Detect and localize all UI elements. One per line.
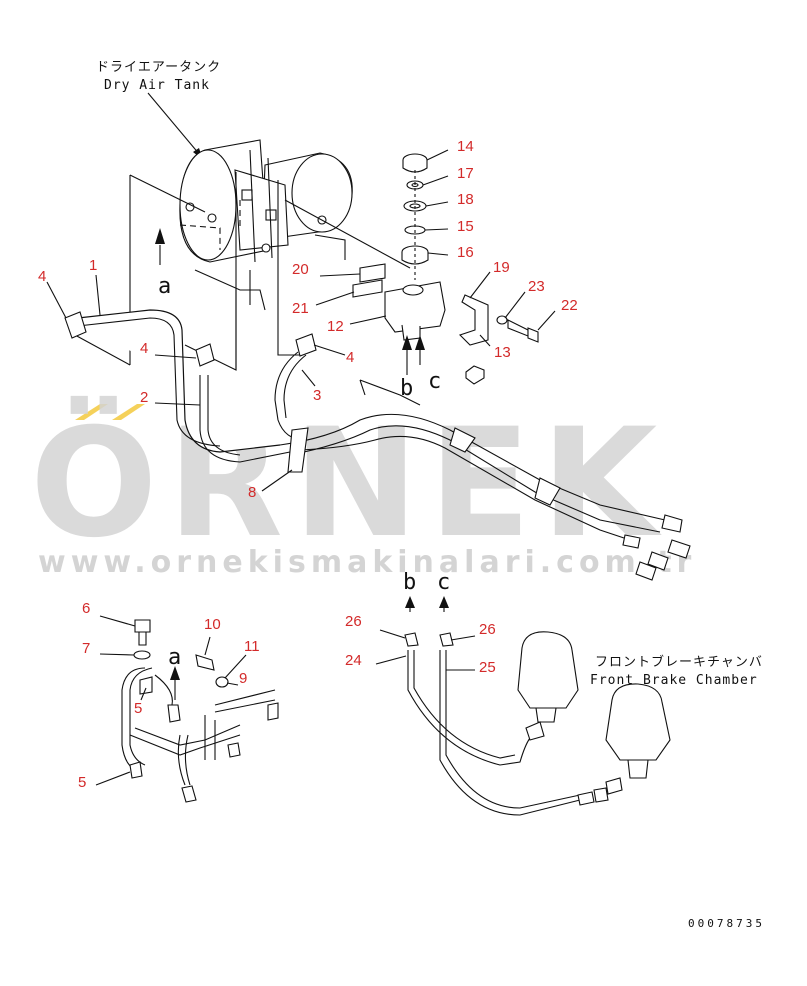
watermark-url: www.ornekismakinalari.com.tr bbox=[38, 545, 696, 580]
part-number: 1 bbox=[89, 257, 97, 274]
part-number: 3 bbox=[313, 387, 321, 404]
part-number: 4 bbox=[38, 268, 46, 285]
part-number: 21 bbox=[292, 300, 309, 317]
view-letter-a-bottom: a bbox=[168, 645, 181, 670]
part-number: 13 bbox=[494, 344, 511, 361]
tank-label-jp: ドライエアータンク bbox=[96, 60, 221, 75]
part-number: 6 bbox=[82, 600, 90, 617]
part-number: 5 bbox=[78, 774, 86, 791]
drawing-code: 00078735 bbox=[688, 917, 765, 930]
part-number: 26 bbox=[479, 621, 496, 638]
part-number: 25 bbox=[479, 659, 496, 676]
part-number: 26 bbox=[345, 613, 362, 630]
part-number: 2 bbox=[140, 389, 148, 406]
leader-tank-right bbox=[277, 180, 411, 356]
detail-view-a: a bbox=[121, 619, 279, 803]
tank-leader bbox=[147, 92, 203, 160]
part-number: 17 bbox=[457, 165, 474, 182]
watermark-accent-left bbox=[75, 404, 108, 420]
part-number: 4 bbox=[346, 349, 354, 366]
part-number: 24 bbox=[345, 652, 362, 669]
watermark: ÖRNEK www.ornekismakinalari.com.tr bbox=[30, 395, 696, 580]
part-number: 8 bbox=[248, 484, 256, 501]
detail-view-bc: b c bbox=[403, 570, 671, 816]
view-arrows-bc-reservoir: b c bbox=[400, 335, 441, 401]
view-letter-c-top: c bbox=[428, 369, 441, 394]
part-number: 20 bbox=[292, 261, 309, 278]
view-letter-b-top: b bbox=[400, 376, 413, 401]
view-letter-c-bottom: c bbox=[437, 570, 450, 595]
part-number: 23 bbox=[528, 278, 545, 295]
part-number: 16 bbox=[457, 244, 474, 261]
part-number: 10 bbox=[204, 616, 221, 633]
callout-leaders bbox=[46, 149, 556, 786]
view-letter-b-bottom: b bbox=[403, 570, 416, 595]
tube-harness bbox=[64, 309, 691, 581]
part-number: 22 bbox=[561, 297, 578, 314]
part-number: 4 bbox=[140, 340, 148, 357]
view-letter-a-top: a bbox=[158, 274, 171, 299]
view-arrow-a-top: a bbox=[155, 228, 171, 299]
tank-label-en: Dry Air Tank bbox=[104, 78, 210, 93]
part-number: 19 bbox=[493, 259, 510, 276]
part-number: 7 bbox=[82, 640, 90, 657]
part-number: 5 bbox=[134, 700, 142, 717]
chamber-label-en: Front Brake Chamber bbox=[590, 673, 758, 688]
part-numbers: 14 17 18 15 16 19 23 22 13 20 21 12 1 4 … bbox=[38, 138, 578, 791]
part-number: 15 bbox=[457, 218, 474, 235]
part-number: 12 bbox=[327, 318, 344, 335]
part-number: 9 bbox=[239, 670, 247, 687]
chamber-label-jp: フロントブレーキチャンバ bbox=[595, 654, 763, 670]
watermark-brand: ÖRNEK bbox=[30, 395, 667, 571]
part-number: 11 bbox=[244, 638, 260, 655]
part-number: 14 bbox=[457, 138, 474, 155]
watermark-accent-right bbox=[112, 404, 145, 420]
part-number: 18 bbox=[457, 191, 474, 208]
dry-air-tank bbox=[179, 139, 353, 370]
reservoir-stack bbox=[352, 153, 539, 385]
